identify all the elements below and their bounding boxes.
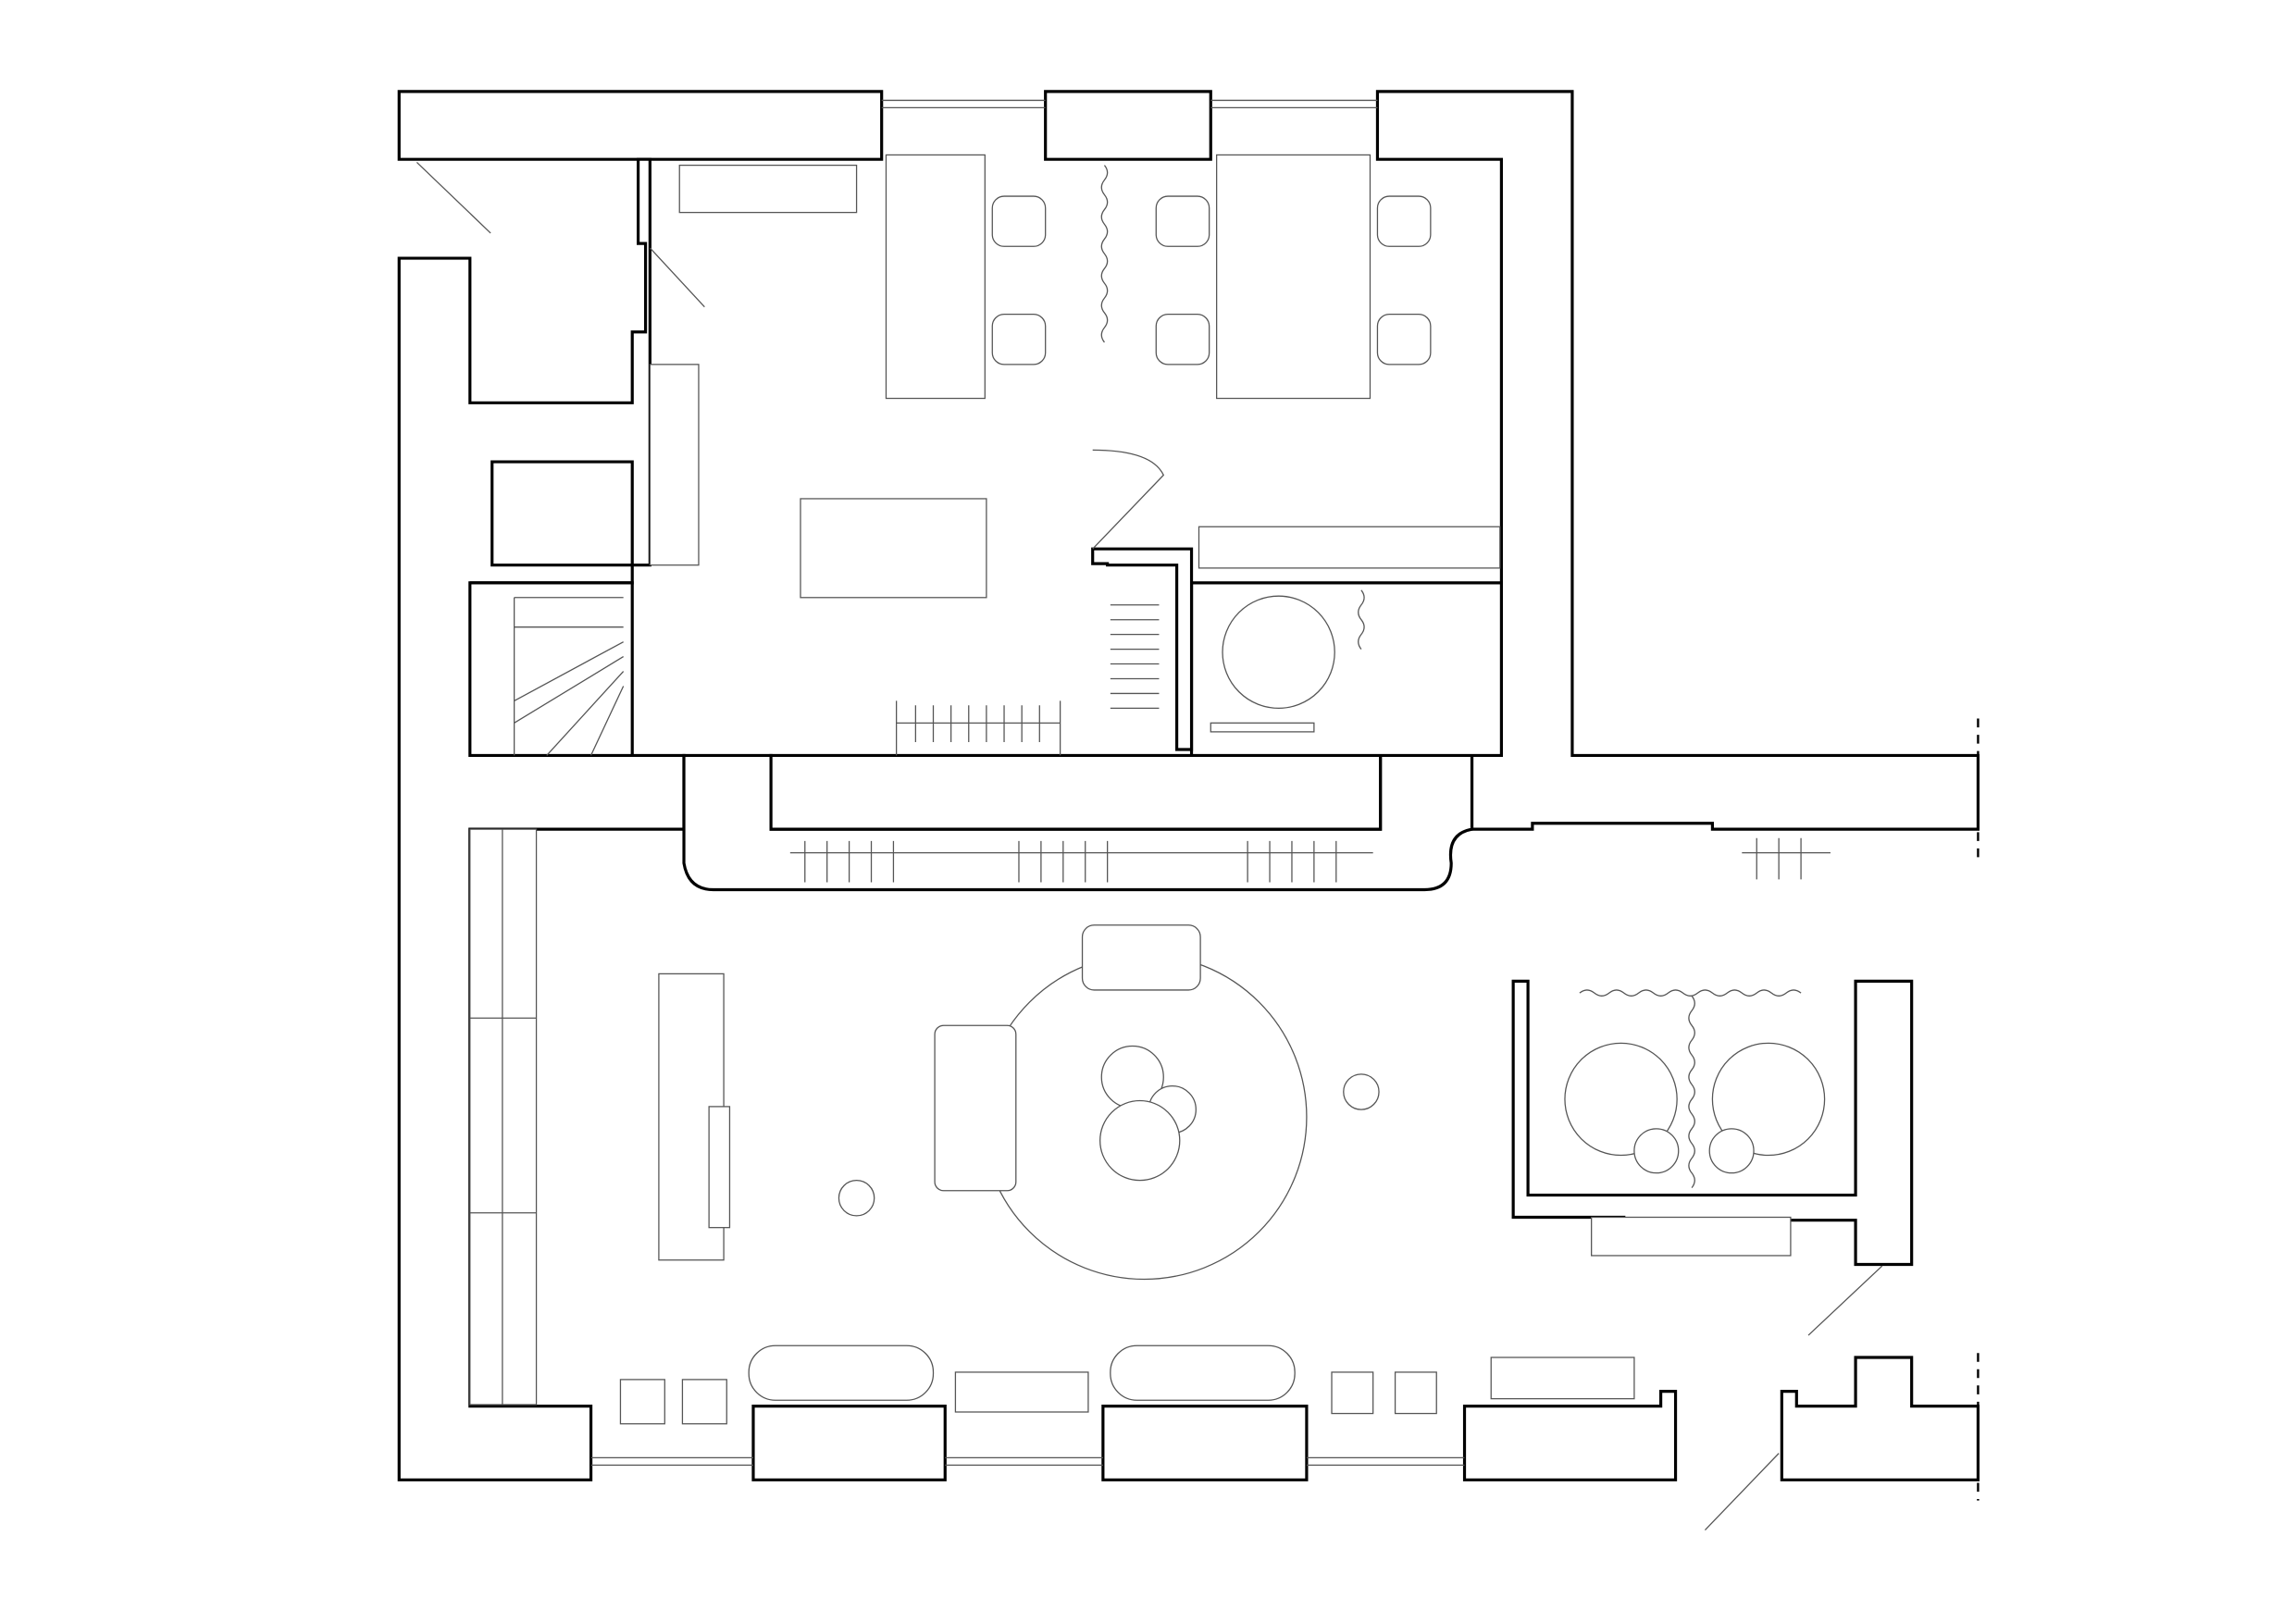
desk-1 (885, 154, 986, 400)
chairs (991, 195, 1432, 365)
furniture (469, 154, 1831, 1425)
wall-counter (769, 753, 1383, 831)
wall-top-middle (1044, 90, 1212, 161)
display-table-small (708, 1106, 731, 1229)
chair (1155, 314, 1210, 365)
door-swing-3 (1092, 449, 1165, 550)
wall-bottom-2 (1101, 1405, 1309, 1481)
armchair (1081, 924, 1201, 991)
chair (991, 195, 1047, 247)
person-1 (838, 1179, 875, 1217)
bench-fitting (1210, 722, 1315, 733)
curtain-4 (1688, 995, 1695, 1189)
display-oval-1 (748, 1344, 935, 1401)
chair (1376, 195, 1432, 247)
chair (991, 314, 1047, 365)
table-center (800, 498, 987, 599)
clothes-rack-1 (895, 700, 1061, 756)
side-shelf (649, 364, 700, 566)
curtain-2 (1358, 589, 1365, 650)
window-bottom (590, 1456, 1465, 1467)
bench-bottom (954, 1371, 1089, 1413)
desk-2 (1216, 154, 1371, 400)
wall-stairs (469, 581, 634, 756)
wall-bottom-1 (751, 1405, 947, 1481)
chair (1155, 195, 1210, 247)
round-table-right-1 (1564, 1042, 1678, 1157)
window-top-1 (881, 99, 1046, 109)
round-table-fitting (1222, 595, 1335, 710)
display-oval-2 (1110, 1344, 1296, 1401)
wall-corridor (682, 753, 1474, 892)
doors (416, 161, 1883, 1530)
door-swing-2 (649, 247, 705, 308)
shelving-dividers (469, 829, 537, 1406)
wall-top-left (397, 90, 884, 161)
door-swing-4 (1807, 1265, 1883, 1336)
box-3 (1331, 1371, 1374, 1415)
door-swing-1 (416, 161, 491, 234)
walls (397, 90, 1980, 1501)
coffee-table-3 (1099, 1099, 1181, 1182)
box-4 (1394, 1371, 1437, 1415)
box-2 (681, 1379, 727, 1425)
bench-bottom-right (1490, 1357, 1635, 1400)
bench-right-room (1591, 1216, 1792, 1257)
box-1 (619, 1379, 665, 1425)
stool-1 (1633, 1128, 1680, 1174)
door-swing-5 (1704, 1453, 1780, 1530)
curtain-1 (1100, 165, 1109, 343)
staircase (514, 597, 625, 756)
corridor-racks (789, 837, 1831, 883)
window-top-2 (1210, 99, 1378, 109)
chair (1376, 314, 1432, 365)
sofa (934, 1024, 1017, 1192)
wall-left-outer (397, 157, 686, 1481)
bench-office (1198, 526, 1501, 569)
wall-bottom-3 (1462, 1390, 1678, 1481)
shelf-top (678, 164, 858, 214)
curtain-3 (1579, 989, 1802, 997)
stool-2 (1708, 1128, 1755, 1174)
wall-bottom-4 (1780, 1356, 1980, 1481)
wall-shelving (469, 828, 538, 1406)
wall-partition (1091, 547, 1194, 751)
clothes-rack-2 (1110, 604, 1160, 710)
round-table-right-2 (1711, 1042, 1826, 1157)
wall-top-right (1375, 90, 1980, 831)
person-2 (1343, 1073, 1380, 1110)
